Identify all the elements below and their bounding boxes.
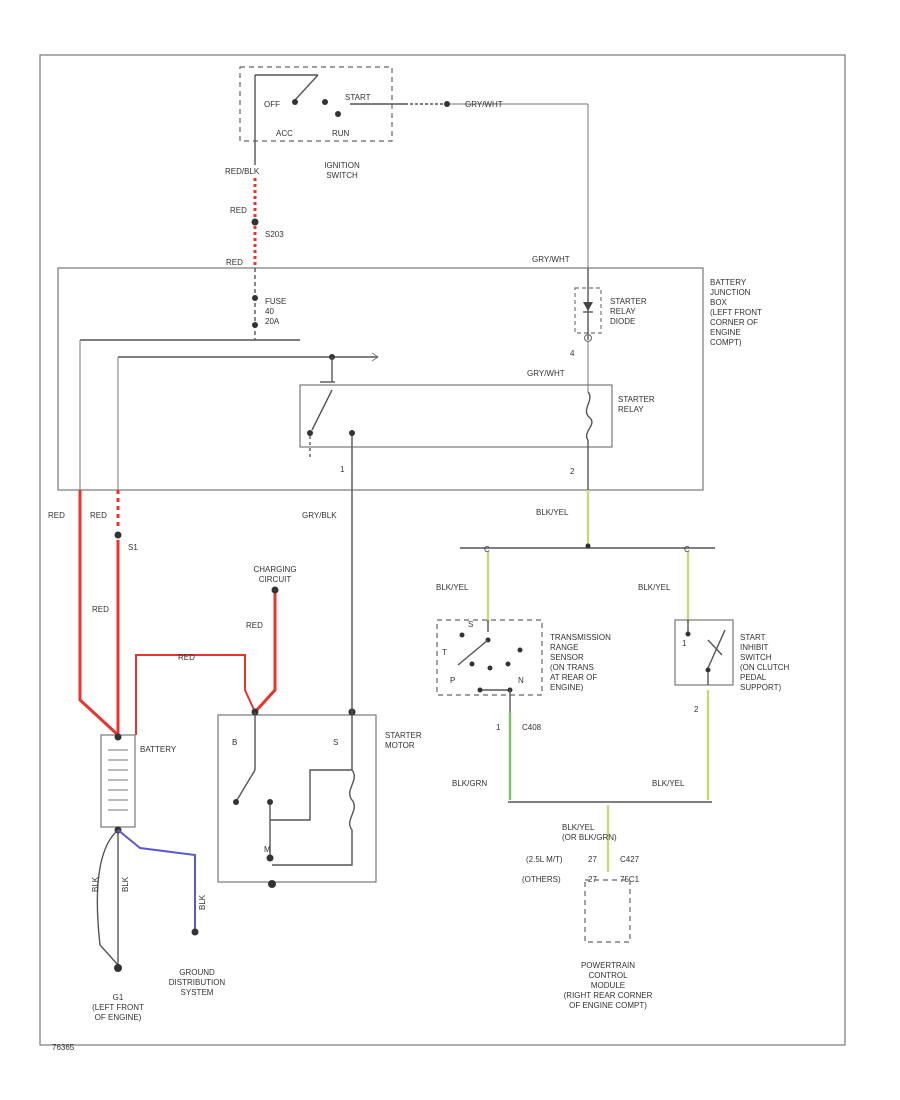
pin-1-inhibit: 1 xyxy=(682,639,687,648)
splice-s1: S1 xyxy=(128,543,138,552)
wire-blk-blu: BLK xyxy=(198,894,207,910)
wire-gry-wht-relay: GRY/WHT xyxy=(527,369,565,378)
ign-start-label: START xyxy=(345,93,371,102)
starter-pin-m: M xyxy=(264,845,271,854)
ign-acc-label: ACC xyxy=(276,129,293,138)
wire-red-blk: RED/BLK xyxy=(225,167,260,176)
pin-1-relay: 1 xyxy=(340,465,345,474)
start-circuit-right: BLK/YEL BLK/YEL BLK/YEL C C S T P N TRAN… xyxy=(436,490,790,1010)
wire-blk-grn: BLK/GRN xyxy=(452,779,487,788)
wire-gry-wht-top: GRY/WHT xyxy=(465,100,503,109)
pin-2-relay: 2 xyxy=(570,467,575,476)
connector-c427-b: 75C1 xyxy=(620,875,640,884)
wire-red-1: RED xyxy=(230,206,247,215)
pin-27-a: 27 xyxy=(588,855,597,864)
starter-pin-s: S xyxy=(333,738,338,747)
wire-red-4: RED xyxy=(90,511,107,520)
connector-c427: C427 xyxy=(620,855,640,864)
trs-p-label: P xyxy=(450,676,455,685)
pin-2-inhibit: 2 xyxy=(694,705,699,714)
wire-blk-2: BLK xyxy=(121,876,130,892)
pin-1-trs: 1 xyxy=(496,723,501,732)
wire-blk-yel-or-grn: BLK/YEL(OR BLK/GRN) xyxy=(562,823,617,842)
battery: BATTERY xyxy=(100,733,177,834)
wire-red-2: RED xyxy=(226,258,243,267)
trs-t-label: T xyxy=(442,648,447,657)
pin-c-right: C xyxy=(684,545,690,554)
trs-s-label: S xyxy=(468,620,473,629)
ign-run-label: RUN xyxy=(332,129,350,138)
wire-blk-1: BLK xyxy=(91,876,100,892)
pin-variant-others: (OTHERS) xyxy=(522,875,561,884)
pin-variant-2l: (2.5L M/T) xyxy=(526,855,563,864)
ign-off-label: OFF xyxy=(264,100,280,109)
battery-label: BATTERY xyxy=(140,745,177,754)
wire-red-6: RED xyxy=(178,653,195,662)
pin-c-left: C xyxy=(484,545,490,554)
pin-4-label: 4 xyxy=(570,349,575,358)
wire-red-7: RED xyxy=(246,621,263,630)
wire-blk-yel-3: BLK/YEL xyxy=(638,583,671,592)
ignition-feed-wire: RED/BLK RED S203 RED GRY/WHT xyxy=(225,167,570,268)
starter-pin-b: B xyxy=(232,738,237,747)
wire-gry-blk: GRY/BLK xyxy=(302,511,337,520)
diagram-frame xyxy=(39,54,846,1046)
wire-red-5: RED xyxy=(92,605,109,614)
wire-gry-wht-mid: GRY/WHT xyxy=(532,255,570,264)
figure-id: 76365 xyxy=(52,1043,75,1052)
pin-27-b: 27 xyxy=(588,875,597,884)
wire-blk-yel-1: BLK/YEL xyxy=(536,508,569,517)
trs-n-label: N xyxy=(518,676,524,685)
splice-s203: S203 xyxy=(265,230,284,239)
wire-red-3: RED xyxy=(48,511,65,520)
wire-blk-yel-4: BLK/YEL xyxy=(652,779,685,788)
connector-c408: C408 xyxy=(522,723,542,732)
wire-blk-yel-2: BLK/YEL xyxy=(436,583,469,592)
